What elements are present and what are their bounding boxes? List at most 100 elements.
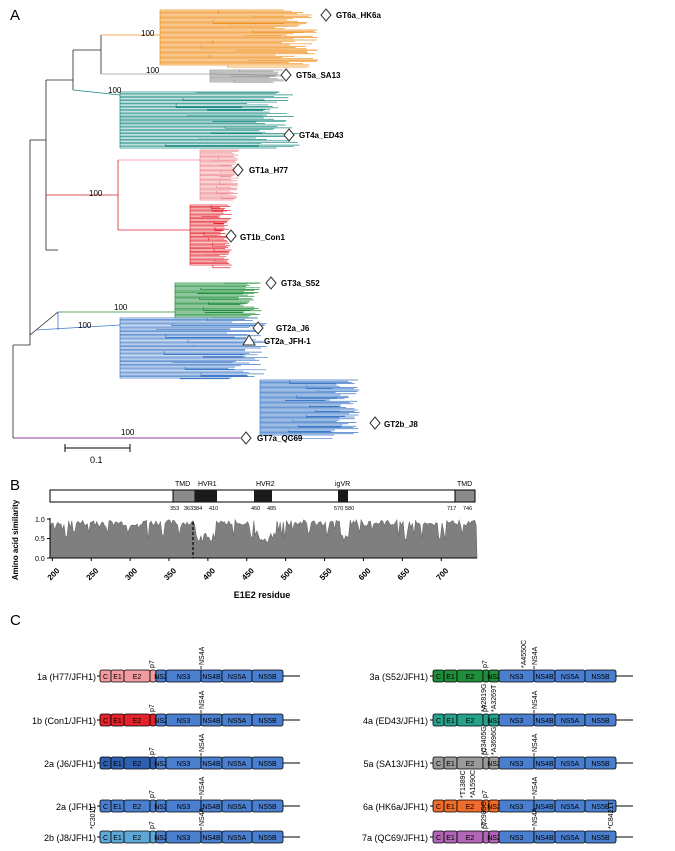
- e1e2-domain-bar: TMD HVR1 HVR2 igVR TMD 353 363 384 410 4…: [49, 481, 476, 512]
- mutation-label: *A1590C: [470, 770, 477, 798]
- mutation-label: *A3696G: [491, 727, 498, 755]
- segment-ns5b: [251, 713, 284, 727]
- residue-position: 746: [463, 506, 472, 512]
- bootstrap-label: 100: [89, 189, 103, 198]
- domain-label: TMD: [457, 481, 472, 488]
- ref-label-gt6a: GT6a_HK6a: [336, 11, 381, 20]
- ref-label-gt2b: GT2b_J8: [384, 420, 418, 429]
- x-tick-label: 200: [46, 566, 62, 582]
- domain-label: HVR2: [256, 481, 275, 488]
- segment-label-ns4b: NS4B: [202, 718, 221, 725]
- ref-label-gt7a: GT7a_QC69: [257, 434, 303, 443]
- x-tick-label: 700: [435, 566, 451, 582]
- y-tick-label: 0.5: [35, 536, 45, 543]
- segment-label-e1: E1: [446, 761, 455, 768]
- segment-ns5b: [251, 756, 284, 770]
- construct-name: 2a (JFH1): [56, 802, 96, 812]
- x-axis-label: E1E2 residue: [234, 590, 291, 600]
- segment-label-ns5b: NS5B: [258, 718, 277, 725]
- segment-label-ns4b: NS4B: [202, 761, 221, 768]
- segment-label-e2: E2: [133, 674, 142, 681]
- segment-label-ns4b: NS4B: [202, 674, 221, 681]
- segment-ns5b: [584, 799, 617, 813]
- segment-label-p7: p7: [149, 821, 156, 829]
- x-tick-label: 450: [240, 566, 256, 582]
- segment-label-c: C: [103, 835, 108, 842]
- segment-label-ns3: NS3: [177, 674, 191, 681]
- mutation-label: *C8421T: [608, 801, 615, 829]
- diamond-marker: [320, 8, 332, 22]
- segment-label-e1: E1: [113, 835, 122, 842]
- diamond-marker: [369, 416, 381, 430]
- segment-ns5b: [251, 830, 284, 844]
- segment-label-c: C: [103, 804, 108, 811]
- segment-label-ns5a: NS5A: [561, 718, 580, 725]
- residue-position: 580: [345, 506, 354, 512]
- segment-ns5b: [251, 669, 284, 683]
- segment-label-ns4b: NS4B: [535, 804, 554, 811]
- tree-clade: [209, 69, 285, 83]
- segment-label-ns3: NS3: [510, 761, 524, 768]
- segment-label-e2: E2: [133, 718, 142, 725]
- panel-c-label: C: [10, 612, 21, 629]
- reference-labels: GT6a_HK6a GT5a_SA13 GT4a_ED43 GT1a_H77 G…: [225, 8, 418, 445]
- segment-label-ns5b: NS5B: [258, 835, 277, 842]
- bootstrap-label: 100: [78, 321, 92, 330]
- ref-label-gt1a: GT1a_H77: [249, 166, 289, 175]
- segment-label-p7: p7: [149, 747, 156, 755]
- segment-label-ns4a: NS4A: [532, 690, 539, 709]
- segment-label-ns5b: NS5B: [591, 718, 610, 725]
- tree-clade: [259, 379, 360, 439]
- segment-label-c: C: [436, 835, 441, 842]
- segment-label-ns2: NS2: [487, 804, 501, 811]
- diamond-marker: [232, 163, 244, 177]
- segment-label-ns5a: NS5A: [561, 761, 580, 768]
- mutation-label: *T1389C: [460, 770, 467, 798]
- segment-label-ns4a: NS4A: [199, 776, 206, 795]
- ref-label-gt1b: GT1b_Con1: [240, 233, 285, 242]
- residue-position: 485: [267, 506, 276, 512]
- segment-label-p7: p7: [482, 704, 489, 712]
- x-tick-label: 650: [396, 566, 412, 582]
- diamond-marker: [252, 321, 264, 335]
- segment-label-c: C: [436, 674, 441, 681]
- y-tick-label: 1.0: [35, 517, 45, 524]
- residue-position: 384: [193, 506, 202, 512]
- segment-label-ns4b: NS4B: [535, 835, 554, 842]
- segment-label-ns2: NS2: [154, 718, 168, 725]
- diamond-marker: [265, 276, 277, 290]
- segment-ns5b: [251, 799, 284, 813]
- scale-bar-label: 0.1: [90, 455, 103, 465]
- segment-label-ns2: NS2: [487, 674, 501, 681]
- y-axis-label: Amino acid similarity: [11, 499, 20, 580]
- ref-label-gt5a: GT5a_SA13: [296, 71, 341, 80]
- segment-label-ns5a: NS5A: [228, 761, 247, 768]
- construct-name: 7a (QC69/JFH1): [362, 833, 428, 843]
- bootstrap-label: 100: [121, 428, 135, 437]
- diamond-marker: [280, 68, 292, 82]
- residue-position: 410: [209, 506, 218, 512]
- segment-label-ns4a: NS4A: [199, 690, 206, 709]
- residue-position: 460: [251, 506, 260, 512]
- tree-clade: [159, 9, 319, 68]
- segment-label-ns5b: NS5B: [591, 804, 610, 811]
- segment-label-ns5a: NS5A: [561, 804, 580, 811]
- construct-name: 1b (Con1/JFH1): [32, 716, 96, 726]
- segment-label-ns2: NS2: [487, 718, 501, 725]
- domain-label: HVR1: [198, 481, 217, 488]
- segment-label-ns3: NS3: [177, 804, 191, 811]
- segment-label-e2: E2: [133, 761, 142, 768]
- x-tick-label: 350: [162, 566, 178, 582]
- segment-label-e1: E1: [113, 674, 122, 681]
- segment-label-ns4b: NS4B: [202, 835, 221, 842]
- ref-label-gt4a: GT4a_ED43: [299, 131, 344, 140]
- segment-label-c: C: [436, 718, 441, 725]
- construct-name: 5a (SA13/JFH1): [363, 759, 428, 769]
- segment-label-ns5a: NS5A: [228, 718, 247, 725]
- bootstrap-labels: 100 100 100 100 100 100 100: [78, 29, 160, 437]
